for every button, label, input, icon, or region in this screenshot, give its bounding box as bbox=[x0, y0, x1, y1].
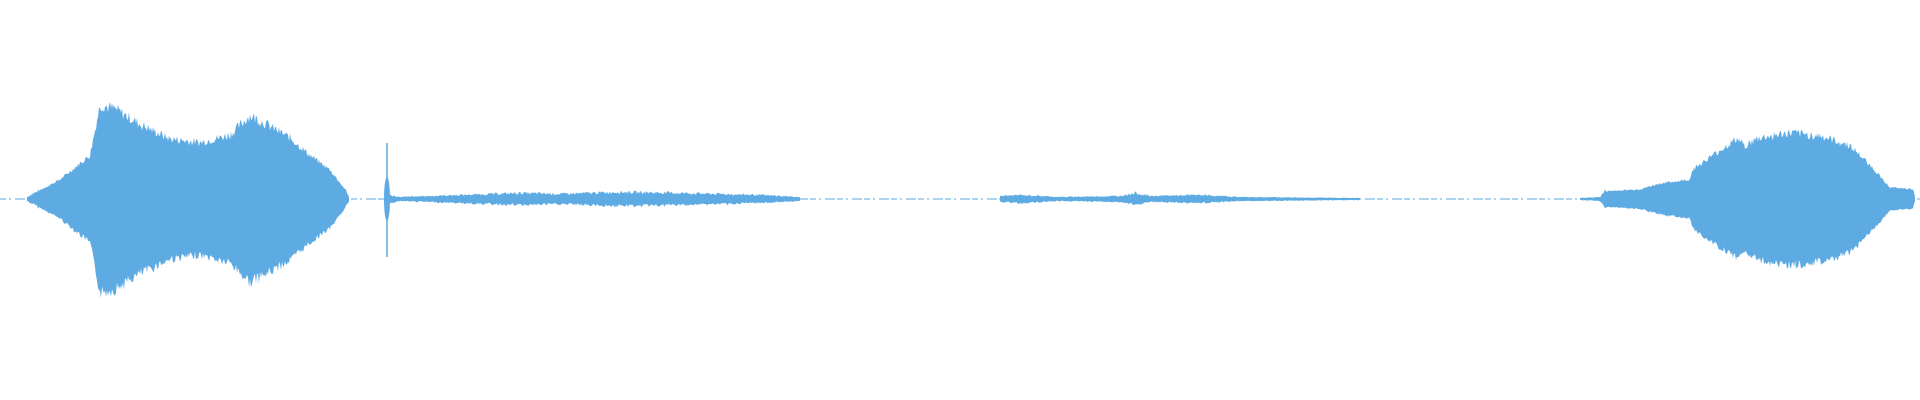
waveform-burst-2 bbox=[1580, 129, 1915, 269]
waveform-spike-core bbox=[384, 177, 390, 221]
waveform-quiet-1 bbox=[388, 190, 800, 208]
waveform-burst-1 bbox=[27, 102, 349, 298]
waveform-quiet-2 bbox=[1000, 191, 1360, 206]
waveform-shape bbox=[27, 102, 1915, 298]
